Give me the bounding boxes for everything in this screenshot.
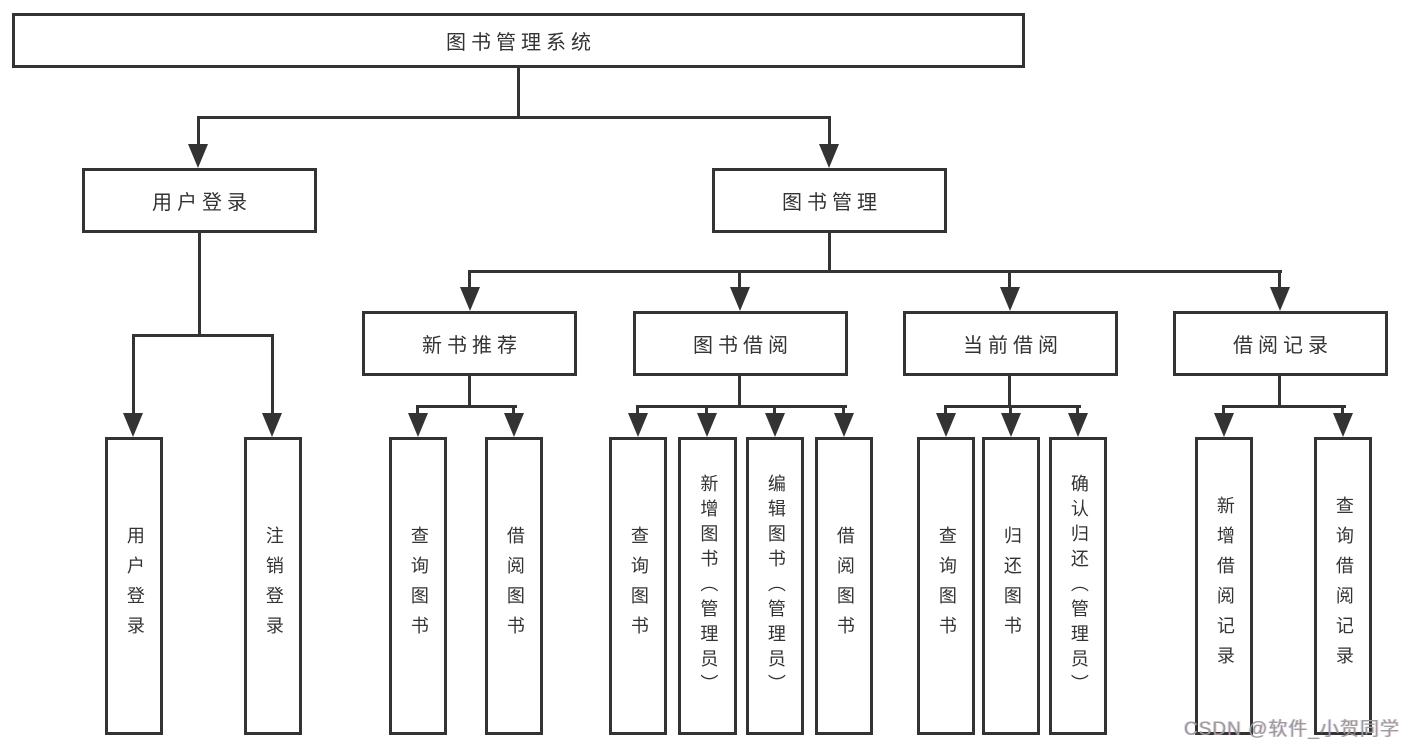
leaf-user-login: 用户登录 xyxy=(105,437,163,735)
node-label: 图书管理系统 xyxy=(446,32,596,54)
node-label: 图书借阅 xyxy=(693,335,793,357)
arrowhead xyxy=(1000,287,1020,311)
connector-userlogin-stem-1 xyxy=(132,337,135,415)
arrowhead xyxy=(460,287,480,311)
node-label: 确认归还（管理员） xyxy=(1068,473,1089,699)
connector-bookmgmt-stem-3 xyxy=(1008,273,1011,289)
connector-records-stem-1 xyxy=(1222,408,1225,416)
connector-borrowing-stem-3 xyxy=(773,408,776,416)
arrowhead xyxy=(1270,287,1290,311)
connector-newbook-stem-1 xyxy=(416,408,419,416)
connector-newbook-hline xyxy=(416,405,517,408)
node-label: 归还图书 xyxy=(1001,526,1022,646)
connector-borrowing-stem-2 xyxy=(705,408,708,416)
leaf-logout: 注销登录 xyxy=(244,437,302,735)
connector-records-stem-2 xyxy=(1341,408,1344,416)
arrowhead xyxy=(408,413,428,437)
node-label: 当前借阅 xyxy=(963,335,1063,357)
leaf-borrow-books-borrowing: 借阅图书 xyxy=(815,437,873,735)
node-label: 新增图书（管理员） xyxy=(698,473,719,699)
connector-bookmgmt-hline xyxy=(468,270,1282,273)
connector-root-stem-right xyxy=(828,119,831,148)
arrowhead xyxy=(123,413,143,437)
node-label: 借阅记录 xyxy=(1233,335,1333,357)
leaf-query-books-recommend: 查询图书 xyxy=(389,437,447,735)
connector-bookmgmt-stem-2 xyxy=(738,273,741,289)
leaf-query-books-borrowing: 查询图书 xyxy=(609,437,667,735)
node-label: 新增借阅记录 xyxy=(1214,496,1235,676)
node-label: 编辑图书（管理员） xyxy=(765,473,786,699)
arrowhead xyxy=(730,287,750,311)
connector-newbook-stub xyxy=(468,376,471,408)
leaf-borrow-books-recommend: 借阅图书 xyxy=(485,437,543,735)
arrowhead xyxy=(819,144,839,168)
arrowhead xyxy=(1068,413,1088,437)
connector-userlogin-stub xyxy=(198,233,201,337)
arrowhead xyxy=(628,413,648,437)
node-borrowing-records: 借阅记录 xyxy=(1173,311,1388,376)
arrowhead xyxy=(1214,413,1234,437)
node-user-login: 用户登录 xyxy=(82,168,317,233)
node-label: 注销登录 xyxy=(263,526,284,646)
connector-bookmgmt-stub xyxy=(828,233,831,273)
arrowhead xyxy=(834,413,854,437)
node-label: 查询借阅记录 xyxy=(1333,496,1354,676)
node-label: 借阅图书 xyxy=(504,526,525,646)
node-current-borrowing: 当前借阅 xyxy=(903,311,1118,376)
node-label: 借阅图书 xyxy=(834,526,855,646)
node-new-book-recommend: 新书推荐 xyxy=(362,311,577,376)
connector-userlogin-stem-2 xyxy=(271,337,274,415)
connector-borrowing-hline xyxy=(636,405,847,408)
node-label: 图书管理 xyxy=(782,192,882,214)
arrowhead xyxy=(504,413,524,437)
arrowhead xyxy=(765,413,785,437)
arrowhead xyxy=(936,413,956,437)
node-book-management: 图书管理 xyxy=(712,168,947,233)
connector-root-stem-left xyxy=(197,119,200,148)
connector-root-stub xyxy=(517,68,520,118)
arrowhead xyxy=(1001,413,1021,437)
leaf-confirm-return-admin: 确认归还（管理员） xyxy=(1049,437,1107,735)
connector-current-stem-3 xyxy=(1076,408,1079,416)
connector-current-hline xyxy=(944,405,1081,408)
node-label: 查询图书 xyxy=(936,526,957,646)
node-label: 查询图书 xyxy=(628,526,649,646)
arrowhead xyxy=(697,413,717,437)
connector-records-stub xyxy=(1278,376,1281,408)
connector-borrowing-stub xyxy=(738,376,741,408)
node-label: 用户登录 xyxy=(124,526,145,646)
connector-root-hline xyxy=(197,116,831,119)
connector-current-stem-1 xyxy=(944,408,947,416)
leaf-query-books-current: 查询图书 xyxy=(917,437,975,735)
node-label: 用户登录 xyxy=(152,192,252,214)
arrowhead xyxy=(188,144,208,168)
connector-borrowing-stem-4 xyxy=(842,408,845,416)
connector-bookmgmt-stem-1 xyxy=(468,273,471,289)
node-label: 查询图书 xyxy=(408,526,429,646)
leaf-return-books: 归还图书 xyxy=(982,437,1040,735)
leaf-add-book-admin: 新增图书（管理员） xyxy=(678,437,737,735)
connector-bookmgmt-stem-4 xyxy=(1278,273,1281,289)
watermark: CSDN @软件_小贺同学 xyxy=(1184,719,1400,740)
connector-newbook-stem-2 xyxy=(512,408,515,416)
arrowhead xyxy=(262,413,282,437)
node-root-library-system: 图书管理系统 xyxy=(12,13,1025,68)
leaf-add-borrow-record: 新增借阅记录 xyxy=(1195,437,1253,735)
connector-userlogin-hline xyxy=(132,334,274,337)
connector-current-stub xyxy=(1008,376,1011,408)
node-book-borrowing: 图书借阅 xyxy=(633,311,848,376)
leaf-edit-book-admin: 编辑图书（管理员） xyxy=(746,437,804,735)
leaf-query-borrow-record: 查询借阅记录 xyxy=(1314,437,1372,735)
connector-records-hline xyxy=(1222,405,1346,408)
connector-current-stem-2 xyxy=(1009,408,1012,416)
connector-borrowing-stem-1 xyxy=(636,408,639,416)
arrowhead xyxy=(1333,413,1353,437)
node-label: 新书推荐 xyxy=(422,335,522,357)
